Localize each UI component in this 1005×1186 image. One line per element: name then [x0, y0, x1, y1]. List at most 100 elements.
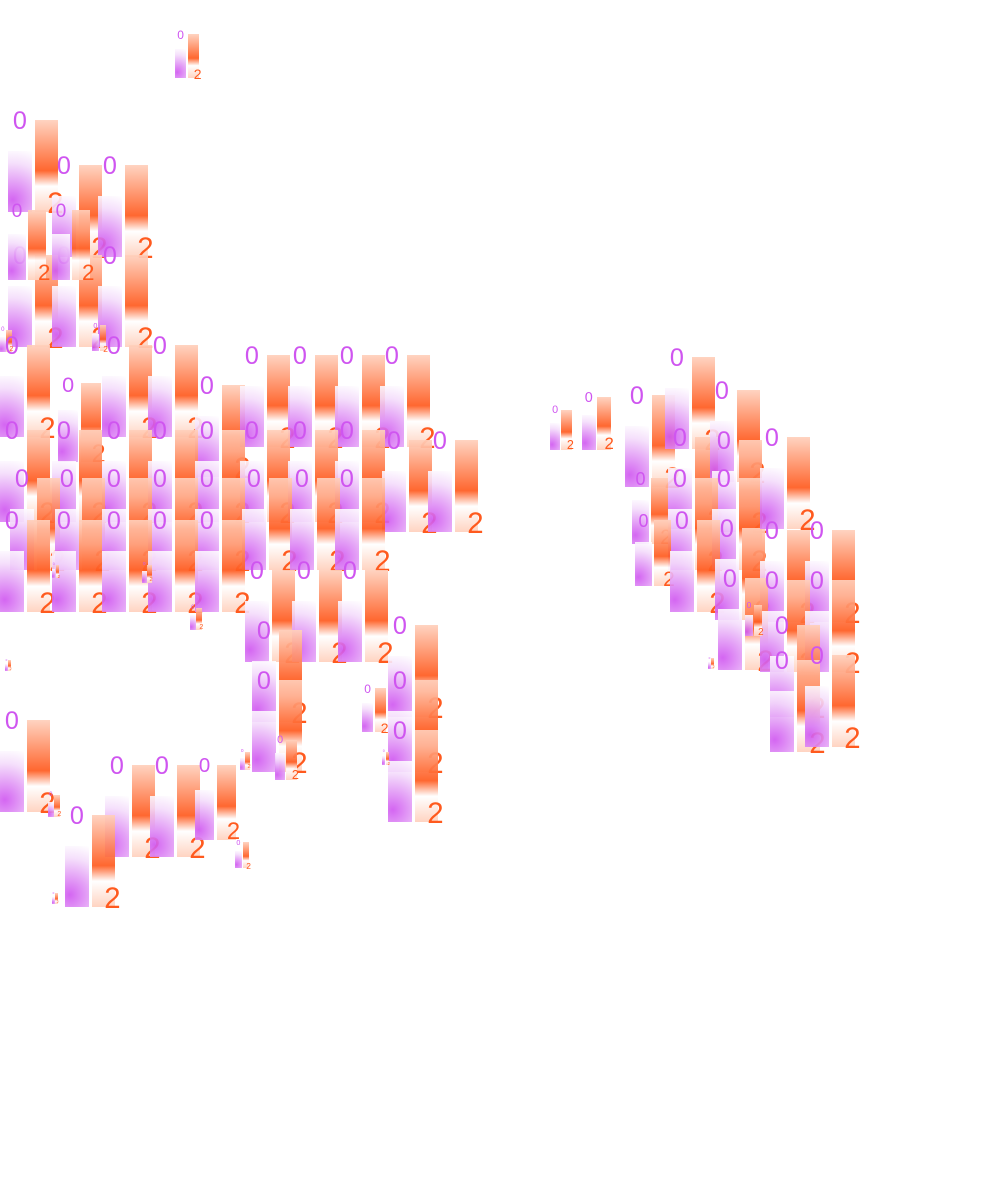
orange-gradient-bar [147, 565, 152, 583]
purple-gradient-square [625, 426, 649, 488]
digit-zero-label: 0 [246, 464, 261, 493]
digit-two-label: 2 [374, 544, 391, 578]
digit-zero-label: 0 [152, 506, 167, 535]
purple-gradient-square [288, 461, 312, 523]
orange-gradient-bar [314, 355, 339, 448]
orange-gradient-bar [361, 478, 386, 571]
digit-zero-label: 0 [191, 605, 195, 612]
digit-zero-label: 0 [296, 556, 311, 585]
glyph-tile: 02 [148, 508, 204, 618]
orange-gradient-bar [196, 608, 202, 630]
purple-gradient-square [240, 757, 245, 770]
digit-two-label: 2 [37, 260, 51, 286]
purple-gradient-square [805, 561, 829, 623]
purple-gradient-square [148, 551, 172, 613]
digit-zero-label: 0 [154, 751, 169, 780]
purple-gradient-square [0, 751, 24, 813]
purple-gradient-square [52, 286, 76, 348]
purple-gradient-square [770, 691, 794, 753]
digit-zero-label: 0 [339, 464, 354, 493]
purple-gradient-square [148, 376, 172, 438]
digit-zero-label: 0 [809, 566, 824, 595]
digit-two-label: 2 [247, 764, 251, 771]
digit-two-label: 2 [104, 881, 121, 915]
digit-zero-label: 0 [432, 426, 447, 455]
orange-gradient-bar [786, 437, 811, 530]
purple-gradient-square [240, 386, 264, 448]
orange-gradient-bar [561, 410, 572, 450]
digit-zero-label: 0 [774, 611, 789, 640]
digit-two-label: 2 [199, 624, 204, 632]
digit-zero-label: 0 [177, 27, 184, 42]
digit-two-label: 2 [39, 586, 56, 620]
purple-gradient-square [175, 48, 187, 78]
purple-gradient-square [335, 386, 359, 448]
orange-gradient-bar [174, 520, 199, 613]
digit-zero-label: 0 [142, 561, 146, 567]
purple-gradient-square [195, 551, 219, 613]
orange-gradient-bar [597, 397, 611, 450]
digit-two-label: 2 [246, 860, 251, 871]
digit-zero-label: 0 [152, 416, 167, 445]
digit-zero-label: 0 [109, 751, 124, 780]
glyph-tile: 02 [8, 108, 64, 218]
glyph-tile: 02 [242, 466, 298, 576]
digit-zero-label: 0 [584, 389, 593, 406]
digit-zero-label: 0 [102, 151, 117, 180]
digit-zero-label: 0 [392, 611, 407, 640]
orange-gradient-bar [831, 655, 856, 748]
digit-zero-label: 0 [342, 556, 357, 585]
orange-gradient-bar [268, 478, 293, 571]
orange-gradient-bar [26, 345, 51, 438]
orange-gradient-bar [221, 520, 246, 613]
purple-gradient-square [632, 500, 649, 544]
digit-zero-label: 0 [764, 423, 779, 452]
digit-zero-label: 0 [386, 426, 401, 455]
purple-gradient-square [195, 461, 219, 523]
purple-gradient-square [335, 461, 359, 523]
purple-gradient-square [550, 423, 561, 450]
digit-zero-label: 0 [722, 564, 737, 593]
orange-gradient-bar [34, 120, 59, 213]
purple-gradient-square [0, 551, 24, 613]
purple-gradient-square [710, 421, 734, 483]
digit-two-label: 2 [189, 831, 206, 865]
digit-zero-label: 0 [55, 200, 67, 222]
orange-gradient-bar [54, 795, 60, 817]
purple-gradient-square [245, 601, 269, 663]
digit-zero-label: 0 [552, 404, 559, 417]
purple-gradient-square [102, 461, 126, 523]
purple-gradient-square [8, 233, 27, 281]
orange-gradient-bar [753, 605, 762, 636]
purple-gradient-square [148, 461, 172, 523]
purple-gradient-square [142, 570, 147, 583]
digit-zero-label: 0 [708, 655, 711, 660]
orange-gradient-bar [26, 720, 51, 813]
purple-gradient-square [382, 471, 406, 533]
orange-gradient-bar [286, 740, 297, 780]
digit-zero-label: 0 [236, 837, 241, 847]
digit-zero-label: 0 [106, 331, 121, 360]
purple-gradient-square [5, 663, 8, 671]
digit-zero-label: 0 [339, 341, 354, 370]
purple-gradient-square [242, 509, 266, 571]
orange-gradient-bar [318, 570, 343, 663]
purple-gradient-square [98, 196, 122, 258]
purple-gradient-square [670, 551, 694, 613]
digit-two-label: 2 [9, 346, 14, 354]
purple-gradient-square [0, 376, 24, 438]
orange-gradient-bar [691, 357, 716, 450]
